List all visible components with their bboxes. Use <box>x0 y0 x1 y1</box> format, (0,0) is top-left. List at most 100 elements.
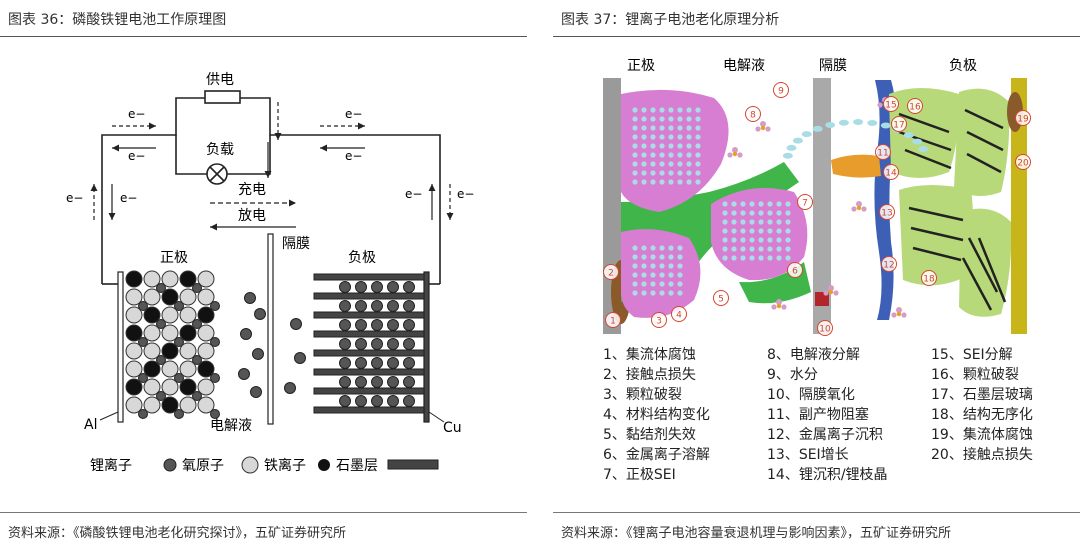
lithium-site <box>785 201 791 207</box>
lithium-site <box>659 170 665 176</box>
oxygen-atom <box>143 342 161 360</box>
marker-number: 8 <box>750 111 756 121</box>
lithium-site <box>650 116 656 122</box>
lithium-ion <box>387 300 399 312</box>
oxygen-atom <box>125 288 143 306</box>
marker-circle <box>773 82 789 98</box>
lithium-site <box>776 219 782 225</box>
decomposition-product <box>825 122 836 129</box>
lithium-ion <box>355 300 367 312</box>
lithium-ion <box>174 337 184 347</box>
molecule-atom <box>760 125 766 131</box>
lithium-site <box>722 201 728 207</box>
electron-label: e− <box>457 187 474 201</box>
lithium-site <box>668 134 674 140</box>
lithium-site <box>767 219 773 225</box>
lithium-site <box>659 281 665 287</box>
lithium-site <box>668 290 674 296</box>
marker-circle <box>817 320 833 336</box>
lithium-site <box>641 107 647 113</box>
marker-circle <box>651 312 667 328</box>
marker-circle <box>921 270 937 286</box>
lithium-site <box>650 281 656 287</box>
lithium-site <box>785 237 791 243</box>
oxygen-atom <box>161 378 179 396</box>
graphite-stripe <box>910 226 964 242</box>
marker-number: 11 <box>877 149 888 159</box>
electron-label: e− <box>128 107 145 121</box>
separator-region-label: 隔膜 <box>819 58 847 74</box>
lithium-site <box>659 134 665 140</box>
iron-ion <box>161 288 179 306</box>
graphite-stripe <box>961 257 993 311</box>
lithium-site <box>632 245 638 251</box>
lithium-site <box>650 161 656 167</box>
iron-ion <box>179 270 197 288</box>
lithium-site <box>731 219 737 225</box>
decomposition-product <box>880 122 891 129</box>
lithium-site <box>731 246 737 252</box>
lithium-site <box>686 152 692 158</box>
iron-ion-icon <box>318 459 330 471</box>
lithium-site <box>641 143 647 149</box>
iron-ion <box>125 324 143 342</box>
lithium-ion <box>403 281 415 293</box>
lithium-site <box>650 134 656 140</box>
lithium-site <box>686 107 692 113</box>
lithium-ion <box>210 301 220 311</box>
power-supply-label: 供电 <box>206 72 234 88</box>
lithium-site <box>668 254 674 260</box>
lithium-ion <box>254 308 266 320</box>
marker-circle <box>787 262 803 278</box>
lithium-site <box>650 179 656 185</box>
lithium-site <box>740 246 746 252</box>
aluminum-collector <box>117 271 124 423</box>
lithium-site <box>767 201 773 207</box>
cathode-lattice <box>125 270 220 419</box>
lithium-ion <box>387 281 399 293</box>
lithium-ion <box>174 373 184 383</box>
lithium-ion <box>403 395 415 407</box>
graphite-layer <box>313 311 425 319</box>
marker-circle <box>879 204 895 220</box>
iron-ion <box>197 306 215 324</box>
cathode-lattice-dots <box>632 107 791 296</box>
lithium-ion <box>210 337 220 347</box>
lithium-site <box>650 125 656 131</box>
oxygen-atom <box>179 288 197 306</box>
oxygen-atom <box>143 288 161 306</box>
marker-number: 10 <box>819 325 831 335</box>
lithium-site <box>758 237 764 243</box>
decomposition-product <box>867 119 878 126</box>
legend-item: 14、锂沉积/锂枝晶 <box>767 467 888 483</box>
lithium-ion <box>339 319 351 331</box>
marker-circle <box>883 164 899 180</box>
marker-number: 3 <box>656 317 662 327</box>
electron-label: e− <box>128 149 145 163</box>
marker-circle <box>883 96 899 112</box>
lithium-site <box>659 290 665 296</box>
lithium-site <box>740 237 746 243</box>
molecule-atom <box>760 121 766 127</box>
lithium-site <box>650 263 656 269</box>
lithium-site <box>686 179 692 185</box>
marker-circle <box>1015 110 1031 126</box>
marker-circle <box>745 106 761 122</box>
electron-label: e− <box>120 191 137 205</box>
separator-label: 隔膜 <box>282 236 310 252</box>
lithium-ion <box>240 328 252 340</box>
oxygen-atom <box>179 360 197 378</box>
marker-number: 7 <box>802 199 808 209</box>
lithium-site <box>686 143 692 149</box>
lithium-site <box>785 219 791 225</box>
lithium-ion <box>387 357 399 369</box>
anode-label: 负极 <box>348 250 376 266</box>
lithium-site <box>632 263 638 269</box>
molecule-atom <box>856 205 862 211</box>
lithium-site <box>659 272 665 278</box>
lithium-site <box>632 134 638 140</box>
lithium-site <box>632 116 638 122</box>
legend-item: 12、金属离子沉积 <box>767 427 883 443</box>
lithium-site <box>695 170 701 176</box>
